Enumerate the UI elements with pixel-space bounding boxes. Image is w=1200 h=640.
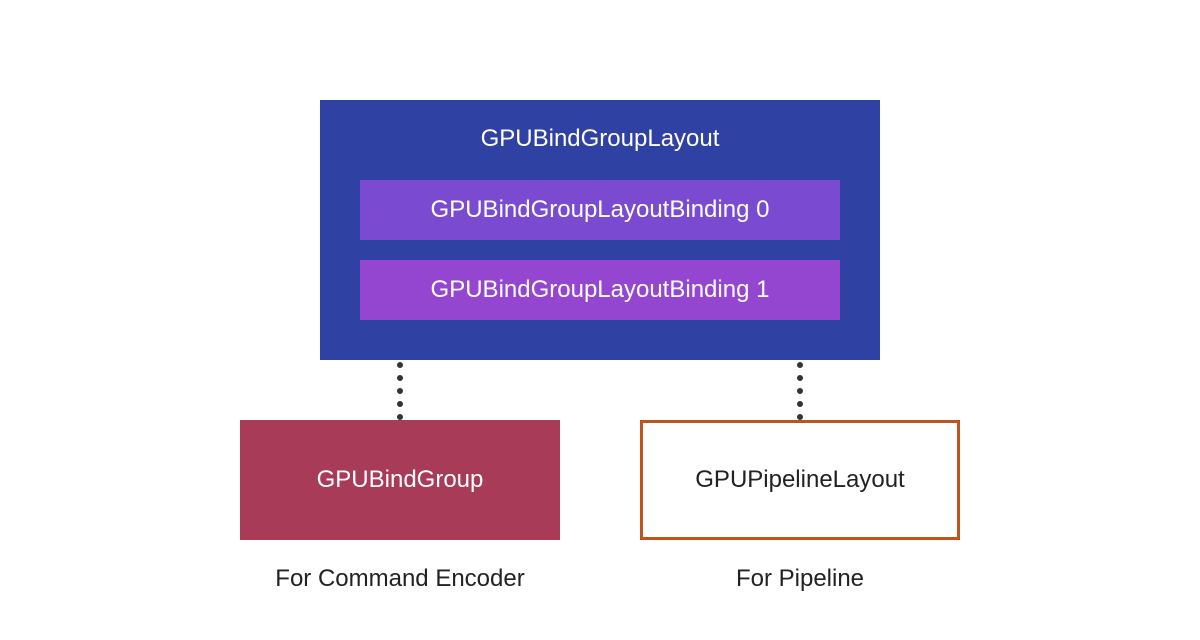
- bind-group-label: GPUBindGroup: [316, 466, 484, 493]
- dotted-connector-pipeline-layout: [797, 362, 803, 420]
- pipeline-layout-caption: For Pipeline: [735, 565, 865, 592]
- pipeline-layout-box: GPUPipelineLayout: [640, 420, 960, 540]
- bind-group-caption: For Command Encoder: [275, 565, 525, 592]
- bind-group-layout-title: GPUBindGroupLayout: [480, 125, 720, 152]
- layout-binding-0: GPUBindGroupLayoutBinding 0: [360, 180, 840, 240]
- bind-group-layout-box: GPUBindGroupLayout GPUBindGroupLayoutBin…: [320, 100, 880, 360]
- dotted-connector-bind-group: [397, 362, 403, 420]
- pipeline-layout-label: GPUPipelineLayout: [695, 466, 905, 493]
- bind-group-box: GPUBindGroup: [240, 420, 560, 540]
- layout-binding-1: GPUBindGroupLayoutBinding 1: [360, 260, 840, 320]
